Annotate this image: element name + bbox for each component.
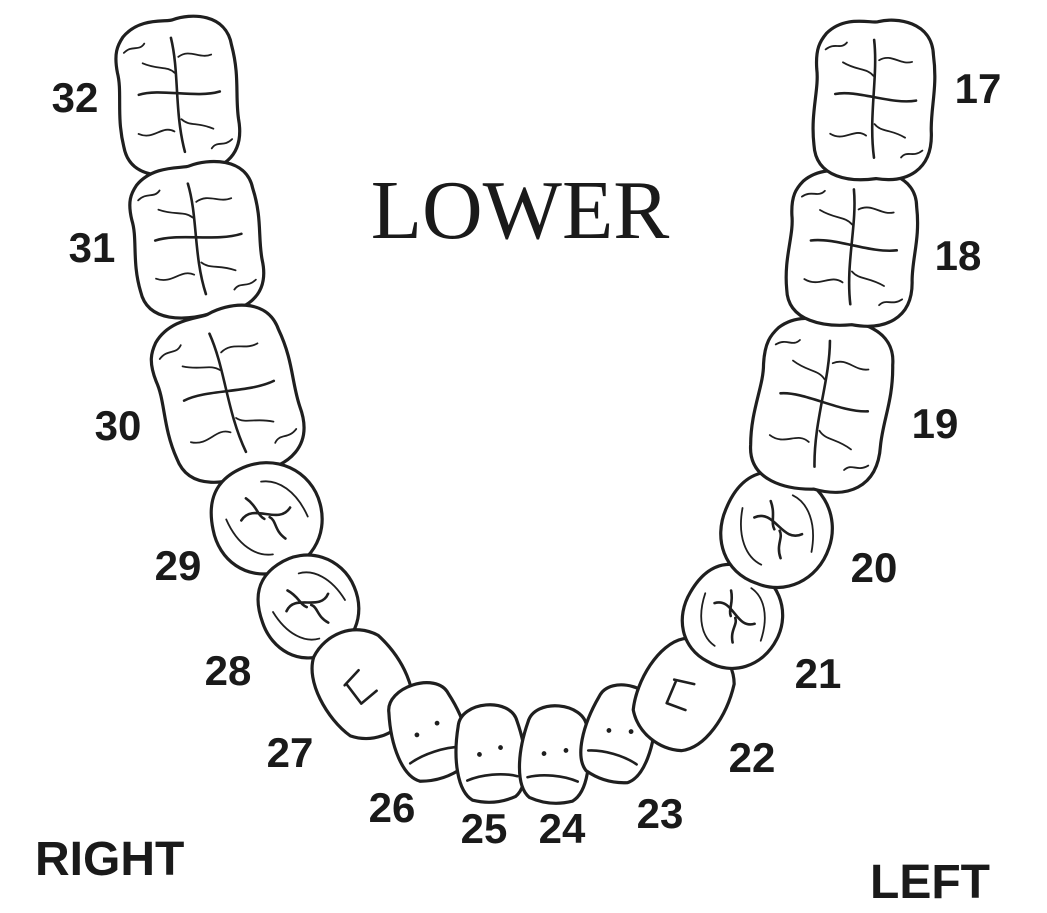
tooth-number-19: 19 (912, 400, 959, 447)
tooth-number-28: 28 (205, 647, 252, 694)
tooth-17 (810, 16, 938, 183)
tooth-number-24: 24 (539, 805, 586, 852)
tooth-number-21: 21 (795, 650, 842, 697)
tooth-19 (742, 308, 901, 501)
tooth-30 (142, 295, 314, 492)
tooth-number-25: 25 (461, 805, 508, 852)
tooth-number-29: 29 (155, 542, 202, 589)
tooth-18 (782, 164, 922, 332)
tooth-number-22: 22 (729, 734, 776, 781)
side-label-left: LEFT (870, 856, 990, 909)
tooth-number-30: 30 (95, 402, 142, 449)
chart-title: LOWER (371, 164, 670, 257)
tooth-number-23: 23 (637, 790, 684, 837)
tooth-number-17: 17 (955, 65, 1002, 112)
tooth-number-31: 31 (69, 224, 116, 271)
tooth-number-18: 18 (935, 232, 982, 279)
tooth-number-26: 26 (369, 784, 416, 831)
tooth-31 (126, 157, 269, 323)
tooth-25-outline (452, 702, 529, 805)
tooth-number-27: 27 (267, 729, 314, 776)
tooth-number-20: 20 (851, 544, 898, 591)
tooth-number-32: 32 (52, 74, 99, 121)
tooth-25 (452, 702, 529, 805)
tooth-32 (113, 13, 243, 178)
side-label-right: RIGHT (35, 833, 184, 886)
